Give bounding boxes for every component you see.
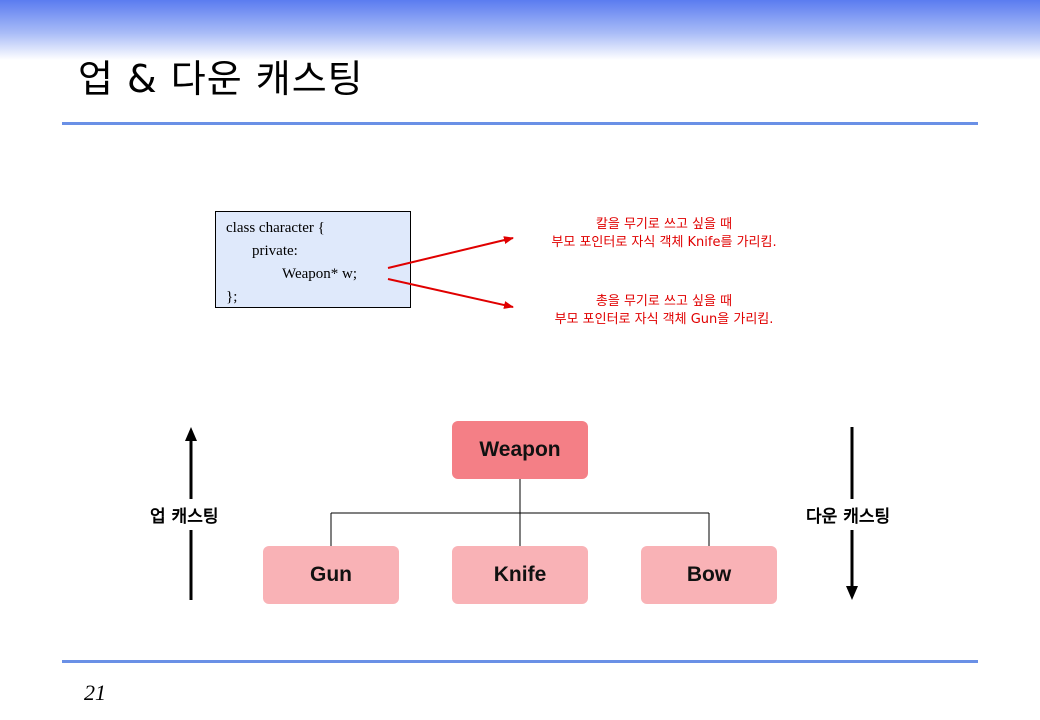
upcasting-label: 업 캐스팅 [148,499,221,530]
page-number: 21 [84,680,106,705]
footer-divider [62,660,978,663]
class-box-knife: Knife [452,546,588,604]
code-line-class-decl: class character { [226,220,325,236]
pointer-arrow-knife [387,236,514,269]
class-box-weapon: Weapon [452,421,588,479]
pointer-arrow-gun [387,278,514,309]
code-line-close: }; [226,289,238,305]
code-line-private: private: [252,243,298,259]
header-gradient-band [0,0,1040,60]
note-gun-line1: 총을 무기로 쓰고 싶을 때 [595,294,733,309]
note-gun: 총을 무기로 쓰고 싶을 때 부모 포인터로 자식 객체 Gun을 가리킴. [500,293,828,329]
code-snippet-box: class character { private: Weapon* w; }; [215,211,411,308]
code-line-weapon-pointer: Weapon* w; [282,266,358,282]
note-knife-line1: 칼을 무기로 쓰고 싶을 때 [595,217,733,232]
note-gun-line2: 부모 포인터로 자식 객체 Gun을 가리킴. [554,312,774,327]
upcast-arrowhead [185,427,197,441]
downcasting-label: 다운 캐스팅 [804,499,893,530]
note-knife: 칼을 무기로 쓰고 싶을 때 부모 포인터로 자식 객체 Knife를 가리킴. [500,216,828,252]
class-box-bow: Bow [641,546,777,604]
title-divider [62,122,978,125]
slide-title: 업 & 다운 캐스팅 [78,57,364,101]
note-knife-line2: 부모 포인터로 자식 객체 Knife를 가리킴. [551,235,777,250]
downcast-arrowhead [846,586,858,600]
class-box-gun: Gun [263,546,399,604]
